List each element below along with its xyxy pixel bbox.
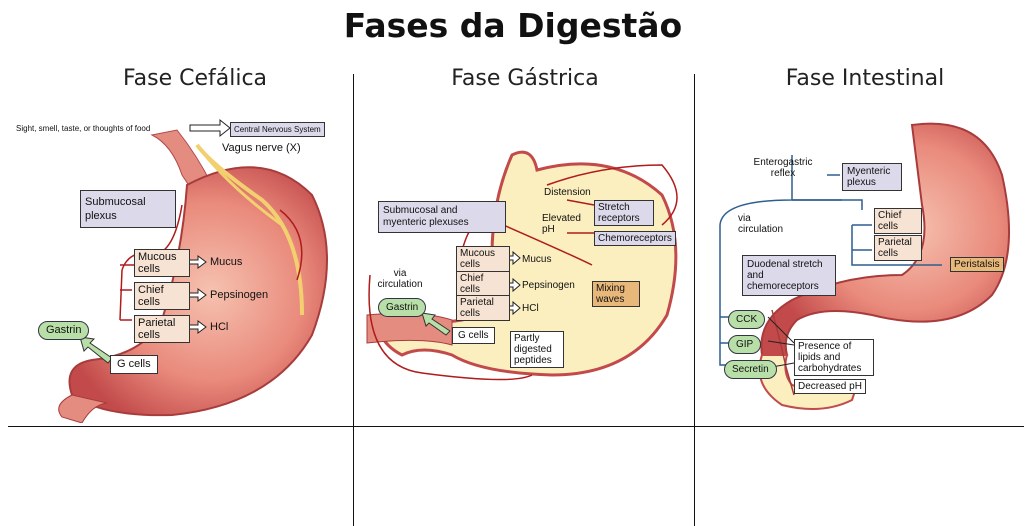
cns-box: Central Nervous System [230,122,325,137]
duodenal-stretch-box: Duodenal stretch and chemoreceptors [742,255,836,296]
mixing-waves-box: Mixing waves [592,281,640,307]
via-circulation-label: via circulation [738,213,784,235]
pepsinogen-label: Pepsinogen [522,280,575,291]
row-divider [8,426,1024,427]
mucus-label: Mucus [210,256,243,268]
via-circulation-label: via circulation [377,268,423,290]
chief-cells-box: Chief cells [134,282,190,310]
mucous-cells-box: Mucous cells [456,246,510,272]
gip-oval: GIP [728,335,762,354]
myenteric-plexus-box: Myenteric plexus [842,163,902,191]
plexuses-box: Submucosal and myenteric plexuses [378,201,506,233]
decreased-ph-box: Decreased pH [794,379,866,394]
stretch-receptors-box: Stretch receptors [594,200,654,226]
column-heading-gastric: Fase Gástrica [451,66,599,91]
column-divider [694,74,695,526]
intestinal-phase-diagram: Enterogastric reflex Myenteric plexus vi… [702,105,1024,423]
peristalsis-box: Peristalsis [950,257,1004,272]
parietal-cells-box: Parietal cells [134,315,190,343]
chief-cells-box: Chief cells [456,271,510,297]
chemoreceptors-box: Chemoreceptors [594,231,676,246]
mucus-label: Mucus [522,254,552,265]
enterogastric-reflex-label: Enterogastric reflex [753,157,813,179]
lipids-carbohydrates-box: Presence of lipids and carbohydrates [794,339,874,376]
stimulus-label: Sight, smell, taste, or thoughts of food [16,124,151,133]
secretin-oval: Secretin [724,360,777,379]
column-heading-cephalic: Fase Cefálica [122,66,268,91]
parietal-cells-box: Parietal cells [456,295,510,321]
vagus-nerve-label: Vagus nerve (X) [222,142,301,154]
g-cells-box: G cells [452,327,495,344]
gastric-phase-diagram: Distension Stretch receptors Elevated pH… [362,105,688,423]
hcl-label: HCl [522,303,539,314]
gastrin-oval: Gastrin [38,321,90,340]
column-heading-intestinal: Fase Intestinal [785,66,945,91]
gastrin-oval: Gastrin [378,298,427,317]
pepsinogen-label: Pepsinogen [210,289,269,301]
elevated-ph-label: Elevated pH [542,213,581,235]
column-divider [353,74,354,526]
cephalic-phase-diagram: Sight, smell, taste, or thoughts of food… [12,105,346,423]
hcl-label: HCl [210,321,229,333]
g-cells-box: G cells [110,355,158,374]
chief-cells-box: Chief cells [874,208,922,234]
cck-oval: CCK [728,310,766,329]
stomach-illustration [58,118,328,423]
page-title: Fases da Digestão [343,6,683,45]
submucosal-plexus-box: Submucosal plexus [80,190,176,228]
partly-digested-peptides-box: Partly digested peptides [510,331,564,368]
stomach-illustration [719,122,1011,410]
mucous-cells-box: Mucous cells [134,249,190,277]
parietal-cells-box: Parietal cells [874,235,922,261]
distension-label: Distension [544,187,591,198]
